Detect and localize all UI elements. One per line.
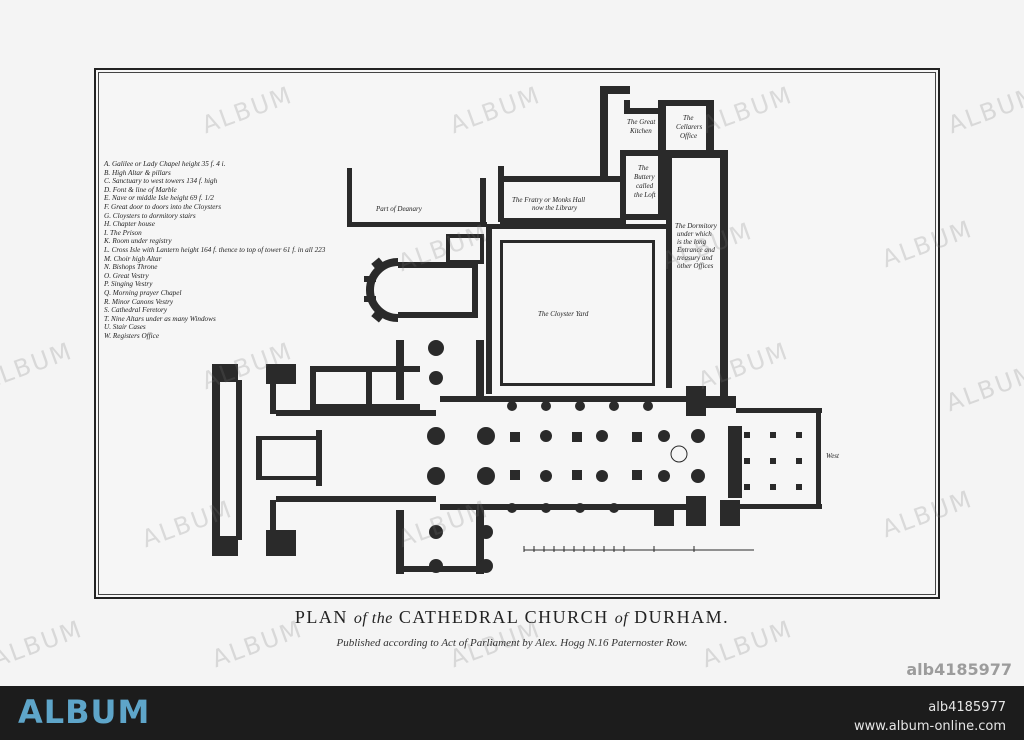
- footer-url-link[interactable]: www.album-online.com: [853, 719, 1006, 734]
- legend-item: Q. Morning prayer Chapel: [104, 288, 182, 297]
- legend-item: I. The Prison: [104, 228, 142, 237]
- image-id-watermark: alb4185977: [906, 660, 1012, 679]
- font: [670, 445, 688, 463]
- plate-border: [94, 68, 940, 599]
- title-part: of the: [353, 610, 393, 627]
- legend-item: U. Stair Cases: [104, 323, 146, 332]
- plan-legend: A. Galilee or Lady Chapel height 35 f. 4…: [104, 160, 354, 340]
- footer-bar: [0, 686, 1024, 740]
- legend-item: E. Nave or middle Isle height 69 f. 1/2: [104, 194, 214, 203]
- legend-item: N. Bishops Throne: [104, 263, 158, 272]
- nave-piers: [427, 340, 802, 573]
- legend-item: K. Room under registry: [104, 237, 172, 246]
- legend-item: G. Cloysters to dormitory stairs: [104, 211, 196, 220]
- legend-item: P. Singing Vestry: [104, 280, 153, 289]
- title-part: DURHAM.: [634, 607, 730, 627]
- scale-bar: [523, 546, 754, 552]
- title-part: of: [614, 610, 629, 627]
- deanary-label: Part of Deanary: [375, 205, 423, 213]
- legend-item: D. Font & line of Marble: [104, 185, 177, 194]
- legend-item: L. Cross Isle with Lantern height 164 f.…: [104, 245, 326, 254]
- legend-item: A. Galilee or Lady Chapel height 35 f. 4…: [104, 160, 226, 168]
- title-part: CATHEDRAL CHURCH: [398, 607, 609, 627]
- legend-item: C. Sanctuary to west towers 134 f. high: [104, 177, 218, 186]
- legend-item: O. Great Vestry: [104, 271, 149, 280]
- cloyster-yard-label: The Cloyster Yard: [538, 310, 589, 318]
- plan-title: PLAN of the CATHEDRAL CHURCH of DURHAM.: [0, 607, 1024, 628]
- album-logo[interactable]: ALBUM: [18, 693, 151, 731]
- legend-item: M. Choir high Altar: [104, 254, 162, 263]
- footer-image-id: alb4185977: [928, 700, 1006, 715]
- legend-item: W. Registers Office: [104, 331, 160, 340]
- plate-inner-border: [98, 72, 936, 595]
- title-part: PLAN: [294, 607, 348, 627]
- west-label: West: [826, 452, 840, 460]
- legend-item: R. Minor Canons Vestry: [104, 297, 174, 306]
- legend-item: F. Great door to doors into the Cloyster…: [104, 202, 221, 211]
- legend-item: H. Chapter house: [104, 220, 155, 229]
- legend-item: T. Nine Altars under as many Windows: [104, 314, 216, 323]
- legend-item: B. High Altar & pillars: [104, 168, 171, 177]
- legend-item: S. Cathedral Feretory: [104, 306, 168, 315]
- publisher-line: Published according to Act of Parliament…: [336, 637, 688, 649]
